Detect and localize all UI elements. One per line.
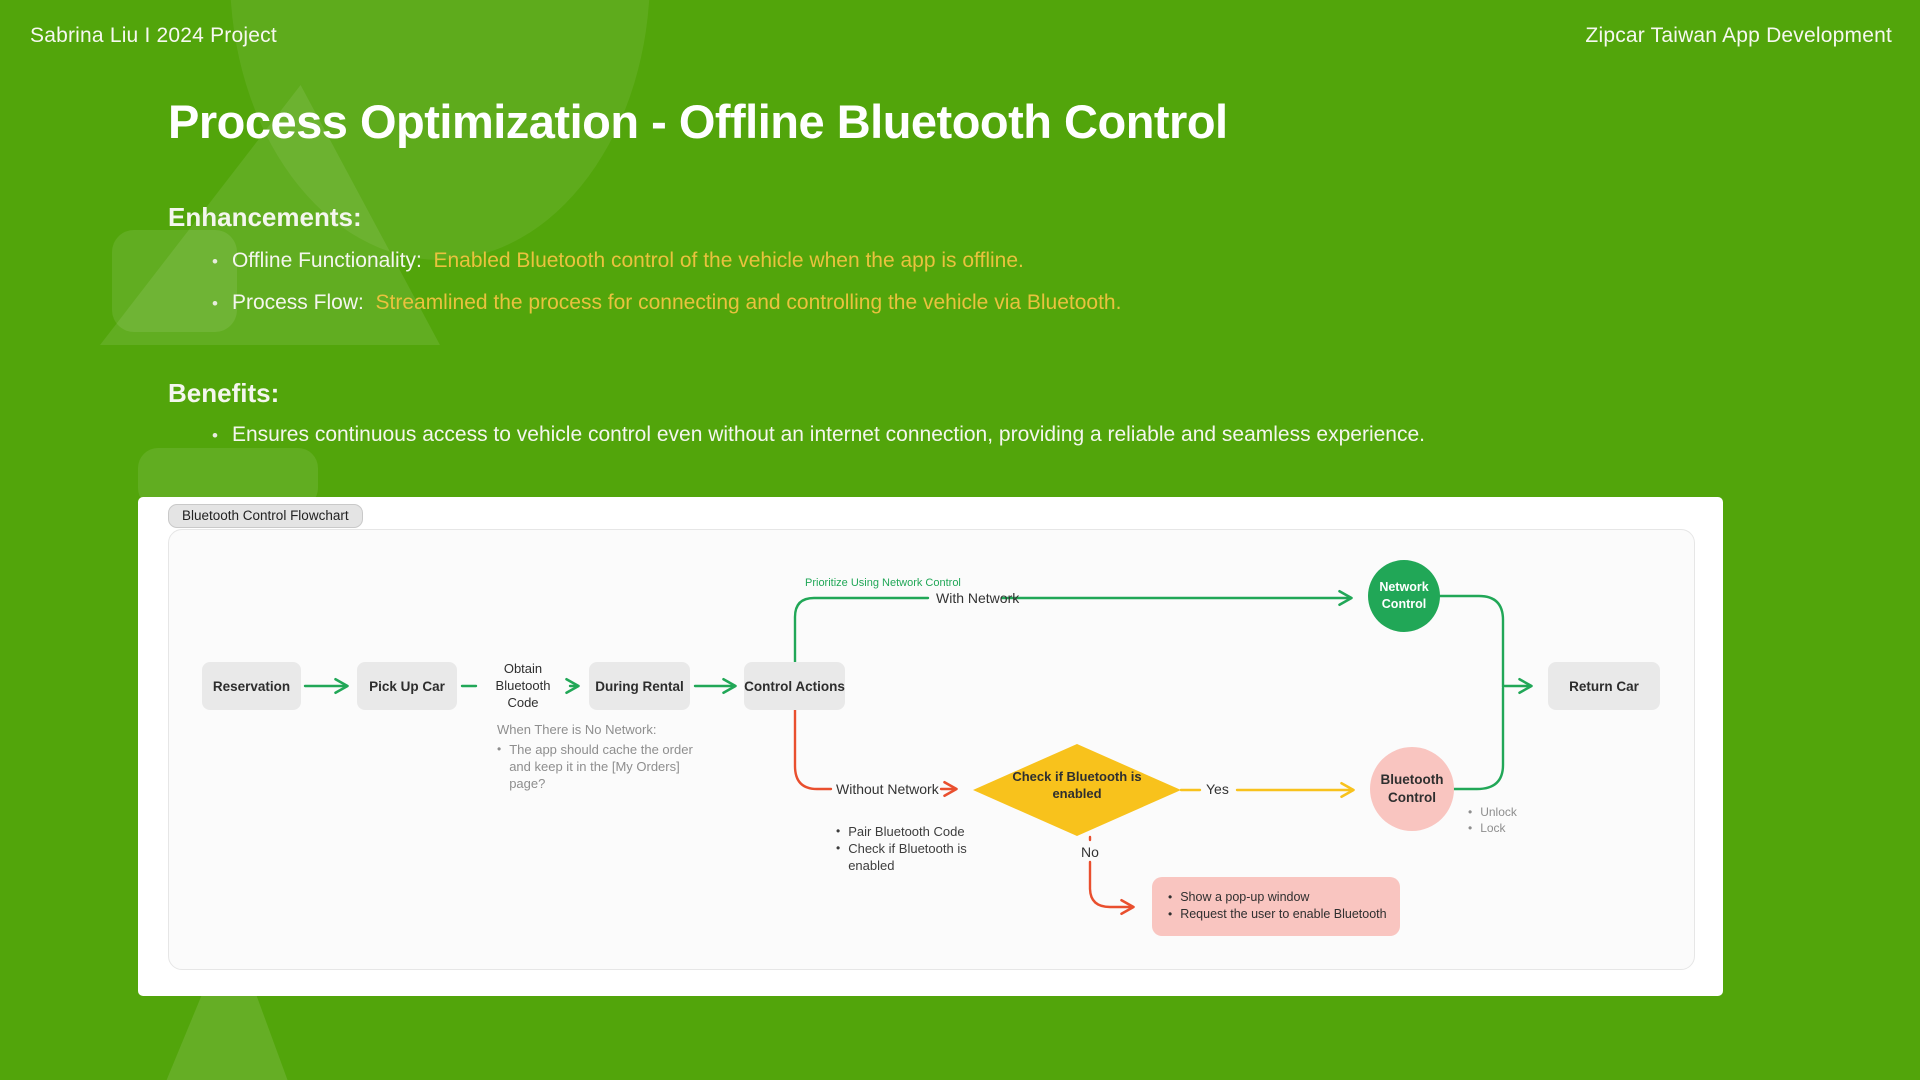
benefit-item: • Ensures continuous access to vehicle c… bbox=[212, 423, 1425, 449]
bullet-dot: • bbox=[212, 252, 218, 271]
benefit-text: Ensures continuous access to vehicle con… bbox=[231, 423, 1425, 446]
enhancement-detail: Enabled Bluetooth control of the vehicle… bbox=[433, 249, 1024, 272]
decorative-rounded-rect bbox=[112, 230, 237, 332]
enhancement-detail: Streamlined the process for connecting a… bbox=[375, 291, 1122, 314]
flowchart-tab: Bluetooth Control Flowchart bbox=[168, 504, 363, 528]
enhancement-item: • Offline Functionality: Enabled Bluetoo… bbox=[212, 249, 1024, 275]
header-project: Zipcar Taiwan App Development bbox=[1585, 24, 1892, 47]
benefits-heading: Benefits: bbox=[168, 378, 280, 408]
page-title: Process Optimization - Offline Bluetooth… bbox=[168, 95, 1228, 148]
flowchart-canvas bbox=[168, 529, 1695, 970]
bullet-dot: • bbox=[212, 426, 218, 445]
bullet-dot: • bbox=[212, 294, 218, 313]
enhancement-label: Offline Functionality: bbox=[231, 249, 422, 272]
flowchart-card: Bluetooth Control Flowchart bbox=[138, 497, 1723, 996]
enhancement-item: • Process Flow: Streamlined the process … bbox=[212, 291, 1121, 317]
enhancement-label: Process Flow: bbox=[231, 291, 364, 314]
enhancements-heading: Enhancements: bbox=[168, 202, 362, 232]
header-author: Sabrina Liu I 2024 Project bbox=[30, 24, 277, 47]
